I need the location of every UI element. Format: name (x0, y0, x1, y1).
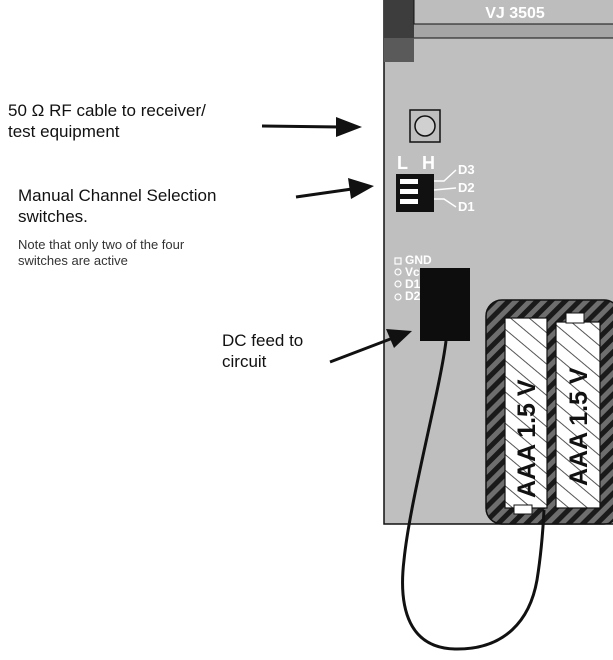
battery-1-terminal (513, 504, 533, 515)
connector-pin-marker-d2 (394, 293, 402, 301)
connector-pin-d2: D2 (405, 289, 421, 303)
battery-1-label: AAA 1.5 V (513, 379, 541, 498)
rf-cable-callout-line2: test equipment (8, 122, 120, 141)
dc-feed-cable (401, 340, 546, 651)
channel-switches-note: Note that only two of the four switches … (18, 237, 184, 269)
rf-connector-port (414, 115, 436, 137)
dc-feed-arrow (329, 329, 412, 364)
battery-2 (555, 321, 601, 509)
channel-switches-note-line2: switches are active (18, 253, 128, 268)
model-label-plate (413, 0, 613, 25)
channel-switches-callout-line2: switches. (18, 207, 88, 226)
connector-pin-marker-gnd (394, 257, 402, 265)
connector-pin-marker-d1 (394, 280, 402, 288)
switch-lead-d1 (434, 198, 457, 208)
board-corner-block-lower (384, 38, 414, 62)
model-label: VJ 3505 (485, 5, 545, 22)
channel-switch-1[interactable] (400, 179, 418, 184)
switch-pin-d1: D1 (458, 199, 475, 214)
switch-high-label: H (422, 153, 435, 173)
dc-feed-callout-line1: DC feed to (222, 331, 304, 350)
rf-cable-arrow (261, 117, 362, 137)
channel-switches-callout-line1: Manual Channel Selection (18, 186, 217, 205)
switch-lead-d2 (433, 187, 457, 191)
rf-cable-callout-line1: 50 Ω RF cable to receiver/ (8, 101, 206, 120)
switch-low-label: L (397, 153, 408, 173)
channel-switches-callout: Manual Channel Selection switches. (18, 185, 216, 227)
switch-pin-d2: D2 (458, 180, 475, 195)
channel-switch-3[interactable] (400, 199, 418, 204)
channel-switch-2[interactable] (400, 189, 418, 194)
battery-2-label: AAA 1.5 V (565, 367, 593, 486)
dc-feed-callout-line2: circuit (222, 352, 267, 371)
battery-2-terminal (565, 312, 585, 324)
switch-pin-d3: D3 (458, 162, 475, 177)
channel-switches-arrow (295, 178, 374, 199)
switch-lead-d3 (434, 169, 457, 182)
connector-pin-d1: D1 (405, 277, 421, 291)
channel-switches-note-line1: Note that only two of the four (18, 237, 185, 252)
battery-1 (504, 317, 548, 509)
dc-connector[interactable] (420, 268, 470, 341)
connector-pin-marker-vcc (394, 268, 402, 276)
dc-feed-callout: DC feed to circuit (222, 330, 303, 372)
connector-pin-gnd: GND (405, 253, 432, 267)
rf-cable-callout: 50 Ω RF cable to receiver/ test equipmen… (8, 100, 206, 142)
